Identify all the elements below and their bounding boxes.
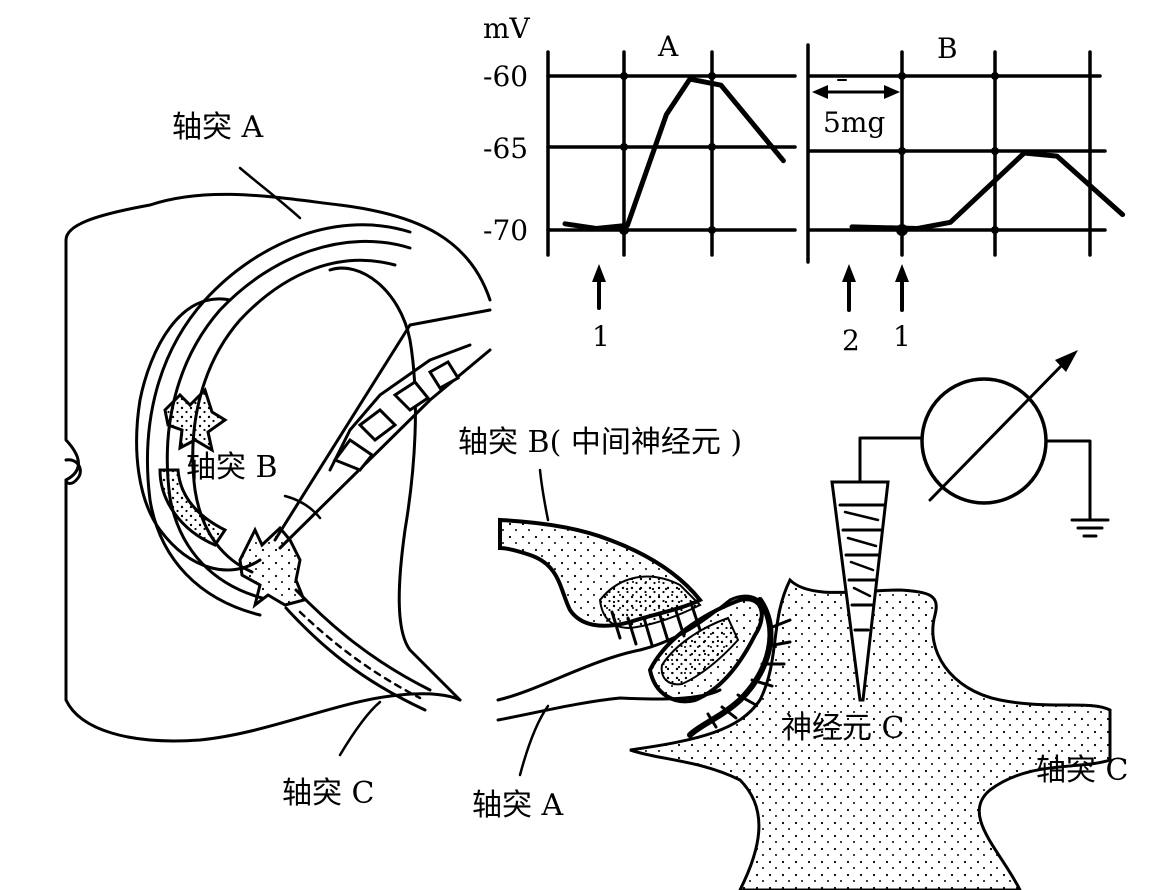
potential-trace-b <box>849 150 1126 231</box>
label-axon-c-left: 轴突 C <box>282 776 375 811</box>
stimulus-arrow-2 <box>842 264 856 312</box>
stimulus-marker: 2 <box>842 324 860 357</box>
axon-b-process <box>158 468 228 547</box>
y-tick-label: -70 <box>483 214 528 247</box>
axon-a-inner-edge <box>165 239 412 600</box>
stimulus-arrow-1a <box>592 264 606 310</box>
axon-c-segments <box>298 610 422 700</box>
left-neuron-diagram: 轴突 A 轴突 B 轴突 C <box>64 110 492 811</box>
axon-c-lower-edge <box>284 606 427 712</box>
potential-trace-a <box>562 76 786 231</box>
label-axon-b-left: 轴突 B <box>186 450 278 485</box>
inner-cell-outline <box>135 297 262 572</box>
leader-axon-b <box>283 494 322 520</box>
right-synapse-diagram: 轴突 B( 中间神经元 ) 神经元 C 轴突 A 轴突 C <box>458 350 1129 890</box>
galvanometer-icon <box>920 350 1110 538</box>
interval-arrow <box>812 79 900 99</box>
leader-axon-a <box>238 166 302 220</box>
neuron-c-soma <box>238 525 307 609</box>
graph-grid <box>546 43 1107 264</box>
membrane-potential-graph: mV -60 -65 -70 A B <box>483 12 1126 357</box>
stimulus-marker: 1 <box>893 320 911 353</box>
axon-a-vesicles <box>660 616 740 686</box>
axon-a-receptor-lines <box>706 618 792 729</box>
axon-b-upper-terminal <box>163 387 228 454</box>
label-axon-c-right: 轴突 C <box>1036 753 1129 788</box>
stimulus-arrow-1b <box>895 264 909 312</box>
left-edge-detail <box>64 458 82 485</box>
interval-label: 5mg <box>823 106 885 139</box>
recording-electrode-right <box>830 436 922 702</box>
y-axis-unit: mV <box>483 12 531 45</box>
label-axon-a-right: 轴突 A <box>472 788 564 823</box>
right-membrane <box>328 266 462 702</box>
recording-electrode-left <box>273 308 492 550</box>
stimulus-marker: 1 <box>592 320 610 353</box>
panel-a-label: A <box>657 30 679 63</box>
label-neuron-c: 神经元 C <box>782 711 905 746</box>
leader-axon-b-right <box>538 468 550 522</box>
leader-axon-a-right <box>518 704 550 777</box>
neuron-c-body-outline <box>64 192 492 743</box>
y-tick-label: -65 <box>483 132 528 165</box>
leader-axon-c <box>338 700 382 757</box>
label-axon-a-left: 轴突 A <box>172 110 264 145</box>
axon-a-outer-edge <box>146 223 412 617</box>
axon-c-upper-edge <box>294 588 432 692</box>
panel-b-label: B <box>937 32 958 65</box>
y-tick-label: -60 <box>483 60 528 93</box>
neuron-c-cell-body <box>629 577 1112 890</box>
postsynaptic-membrane <box>687 597 774 738</box>
label-axon-b-interneuron: 轴突 B( 中间神经元 ) <box>458 425 742 460</box>
